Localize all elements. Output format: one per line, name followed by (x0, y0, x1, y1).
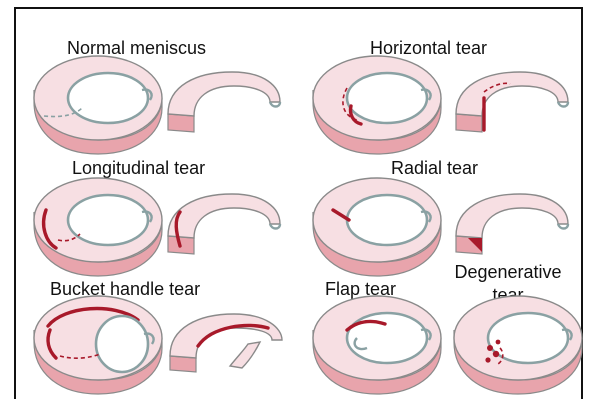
flap-tear-ring (313, 296, 441, 394)
radial-tear-section (456, 194, 568, 254)
bucket-handle-tear-ring (34, 296, 162, 394)
horizontal-tear-section (456, 72, 568, 132)
radial-tear-ring (313, 178, 441, 276)
horizontal-tear-ring (313, 56, 441, 154)
longitudinal-tear-ring (34, 178, 162, 276)
normal-meniscus-section (168, 72, 280, 132)
longitudinal-tear-section (168, 194, 280, 254)
bucket-handle-tear-section (170, 314, 282, 372)
normal-meniscus-ring (34, 56, 162, 154)
degenerative-tear-ring (454, 296, 582, 394)
